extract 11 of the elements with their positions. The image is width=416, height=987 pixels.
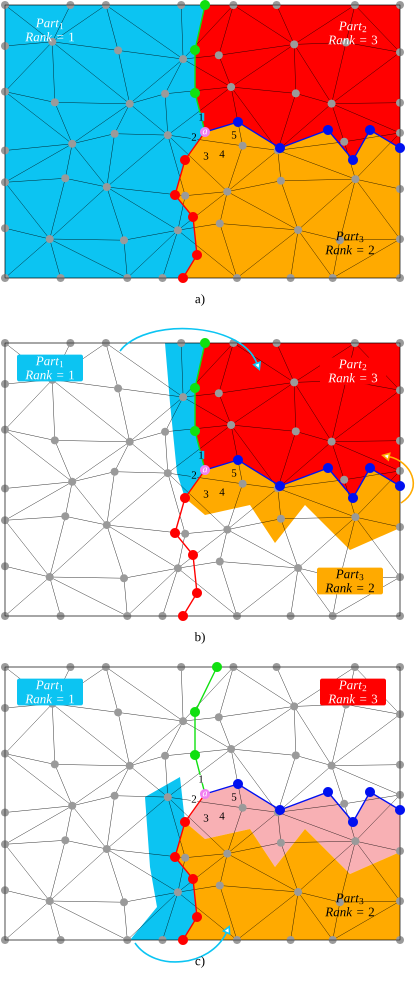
part-label-box: Part$_{2}$ Rank = 3: [320, 678, 386, 706]
triangle-number: 2: [190, 794, 198, 804]
part-label-box: Part$_{1}$ Rank = 1: [17, 678, 83, 706]
panel-caption: b): [194, 632, 205, 644]
panel-caption: a): [195, 294, 204, 306]
part-label-box: Part$_{3}$ Rank = 2: [317, 568, 383, 594]
panel-caption: c): [195, 956, 204, 968]
part-label-box: Part$_{2}$ Rank = 3: [320, 358, 386, 384]
part-label-box: Part$_{1}$ Rank = 1: [17, 354, 83, 382]
triangle-number: 1: [198, 774, 204, 784]
node-label: Part$_{2}$ Rank = 3: [328, 360, 378, 382]
